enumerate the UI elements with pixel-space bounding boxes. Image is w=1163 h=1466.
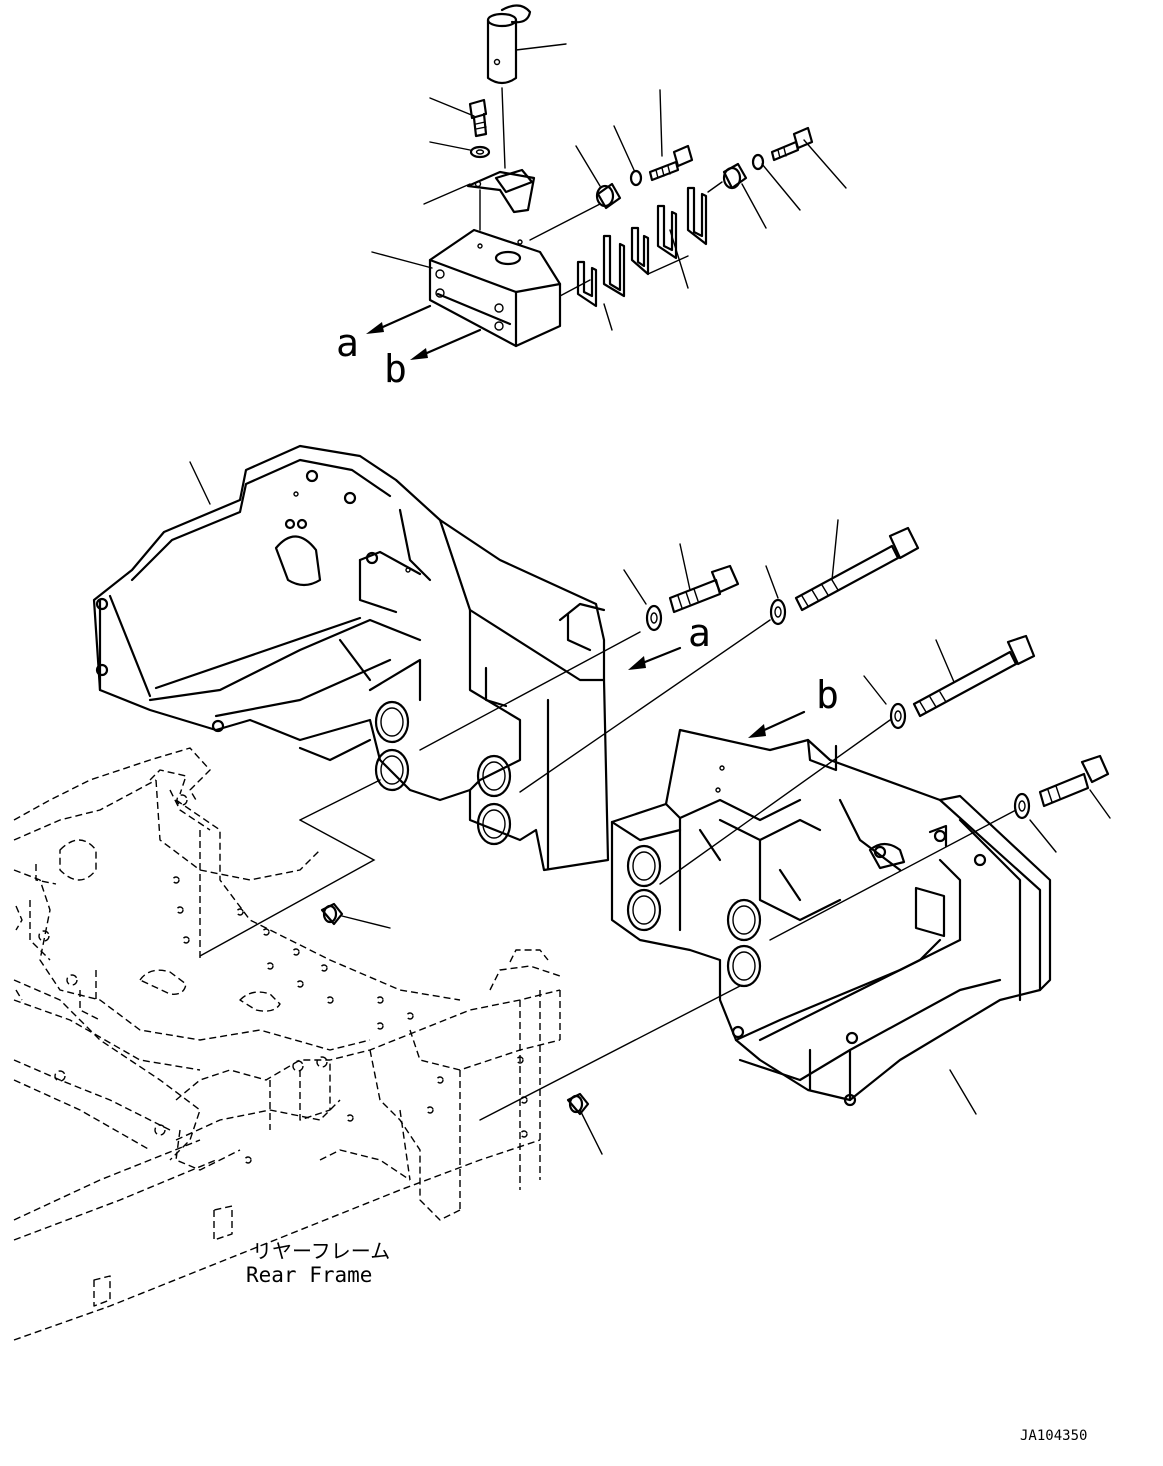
washer-b1 <box>889 702 907 730</box>
mount-block <box>428 203 601 348</box>
lock-plate <box>466 168 536 231</box>
label-a-mid: a <box>688 611 711 655</box>
bolt-b1-long <box>912 634 1036 718</box>
washer-a1 <box>645 604 663 632</box>
label-b-mid: b <box>816 673 839 717</box>
bracket-right <box>610 728 1052 1107</box>
label-b-top: b <box>384 347 407 391</box>
washer-a2 <box>769 598 787 626</box>
lock-pin <box>486 4 532 169</box>
drawing-id: JA104350 <box>1020 1428 1087 1444</box>
washer-top <box>469 145 491 159</box>
bracket-left <box>92 444 610 872</box>
spacer-left <box>595 182 622 210</box>
washer-mid-top <box>629 169 643 187</box>
washer-b2 <box>1013 792 1031 820</box>
plug-right <box>566 1092 590 1116</box>
spacer-right <box>707 162 748 193</box>
plug-left <box>320 902 344 926</box>
arrows-top <box>366 304 482 360</box>
rear-frame-label-jp: リヤーフレーム <box>252 1239 390 1263</box>
rear-frame-label-en: Rear Frame <box>246 1263 372 1287</box>
bolt-a1 <box>668 564 740 614</box>
bolt-a2-long <box>794 526 920 612</box>
washer-right-top <box>751 153 765 171</box>
label-a-top: a <box>336 321 359 365</box>
shims <box>576 186 708 308</box>
leader-lines-mid <box>189 461 1111 1155</box>
rear-frame <box>13 747 561 1341</box>
leader-lines-top <box>371 43 847 331</box>
bolt-small-top <box>468 98 488 138</box>
bolt-right-top <box>770 126 814 162</box>
arrows-mid <box>628 646 806 738</box>
bolt-mid-top <box>648 144 694 182</box>
bolt-b2 <box>1038 754 1110 808</box>
